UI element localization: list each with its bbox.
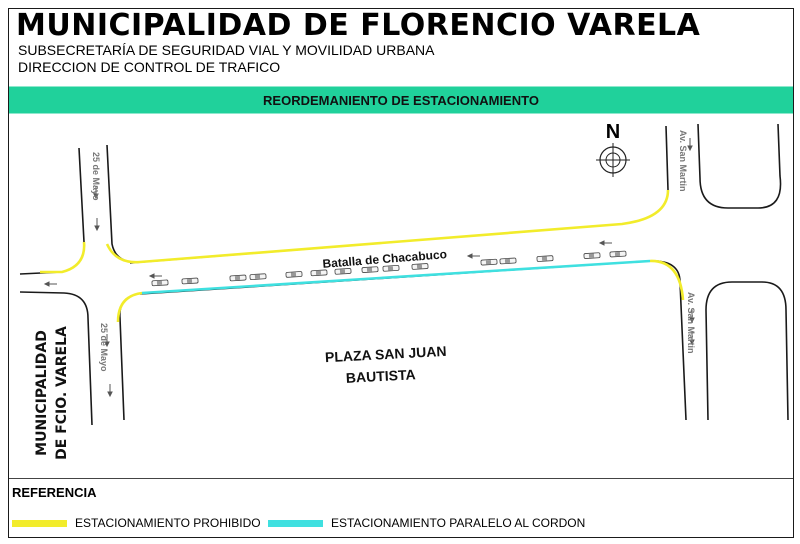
car-icon <box>609 250 627 258</box>
direction-arrow-icon <box>107 384 113 398</box>
car-icon <box>499 257 517 265</box>
street-name-san-martin-top: Av. San Martin <box>678 130 688 192</box>
legend-item-parallel-parking: ESTACIONAMIENTO PARALELO AL CORDON <box>268 516 585 530</box>
subtitle-subsecretaria: SUBSECRETARÍA DE SEGURIDAD VIAL Y MOVILI… <box>18 42 435 58</box>
direction-arrow-icon <box>94 218 100 232</box>
legend-item-no-parking: ESTACIONAMIENTO PROHIBIDO <box>12 516 261 530</box>
map-frame <box>8 8 794 538</box>
car-icon <box>411 263 429 270</box>
legend-label-parallel-parking: ESTACIONAMIENTO PARALELO AL CORDON <box>331 516 586 530</box>
direction-arrow-icon <box>466 253 480 259</box>
car-icon <box>181 277 199 285</box>
legend-swatch-cyan <box>268 519 323 527</box>
direction-arrow-icon <box>104 334 110 348</box>
page-title: MUNICIPALIDAD DE FLORENCIO VARELA <box>16 8 701 43</box>
car-icon <box>151 279 169 287</box>
municipalidad-label-line2: DE FCIO. VARELA <box>54 326 70 460</box>
legend-divider <box>9 478 793 479</box>
legend-label-no-parking: ESTACIONAMIENTO PROHIBIDO <box>75 516 261 530</box>
car-icon <box>361 266 379 273</box>
direction-arrows <box>43 138 695 398</box>
north-label: N <box>606 121 620 143</box>
street-name-san-martin-bottom: Av. San Martin <box>686 292 696 354</box>
car-icon <box>229 274 247 282</box>
direction-arrow-icon <box>687 138 693 152</box>
legend-swatch-yellow <box>12 519 67 527</box>
no-parking-segments <box>40 189 685 323</box>
car-icon <box>480 258 498 266</box>
plaza-label-line2: BAUTISTA <box>346 366 416 386</box>
car-icon <box>583 252 601 259</box>
direction-arrow-icon <box>93 186 99 200</box>
direction-arrow-icon <box>689 310 695 324</box>
parallel-parking-segment <box>141 259 651 295</box>
parked-cars <box>151 250 627 287</box>
street-name-25-de-mayo-bottom: 25 de Mayo <box>99 323 109 372</box>
car-icon <box>249 273 267 280</box>
car-icon <box>536 255 554 262</box>
car-icon <box>382 265 400 272</box>
street-name-25-de-mayo-top: 25 de Mayo <box>91 152 101 201</box>
direction-arrow-icon <box>598 240 612 246</box>
legend-title: REFERENCIA <box>12 485 97 500</box>
car-icon <box>334 268 352 275</box>
plaza-label-line1: PLAZA SAN JUAN <box>325 343 447 365</box>
direction-arrow-icon <box>148 273 162 279</box>
banner: REORDEMANIENTO DE ESTACIONAMIENTO <box>9 86 793 114</box>
banner-label: REORDEMANIENTO DE ESTACIONAMIENTO <box>263 92 539 108</box>
direction-arrow-icon <box>689 332 695 346</box>
car-icon <box>310 269 328 277</box>
subtitle-direccion: DIRECCION DE CONTROL DE TRAFICO <box>18 59 281 75</box>
car-icon <box>285 271 303 278</box>
north-compass-icon <box>596 143 630 177</box>
street-san-martin-lines <box>697 123 789 421</box>
direction-arrow-icon <box>43 281 57 287</box>
municipalidad-label-line1: MUNICIPALIDAD <box>34 330 50 456</box>
